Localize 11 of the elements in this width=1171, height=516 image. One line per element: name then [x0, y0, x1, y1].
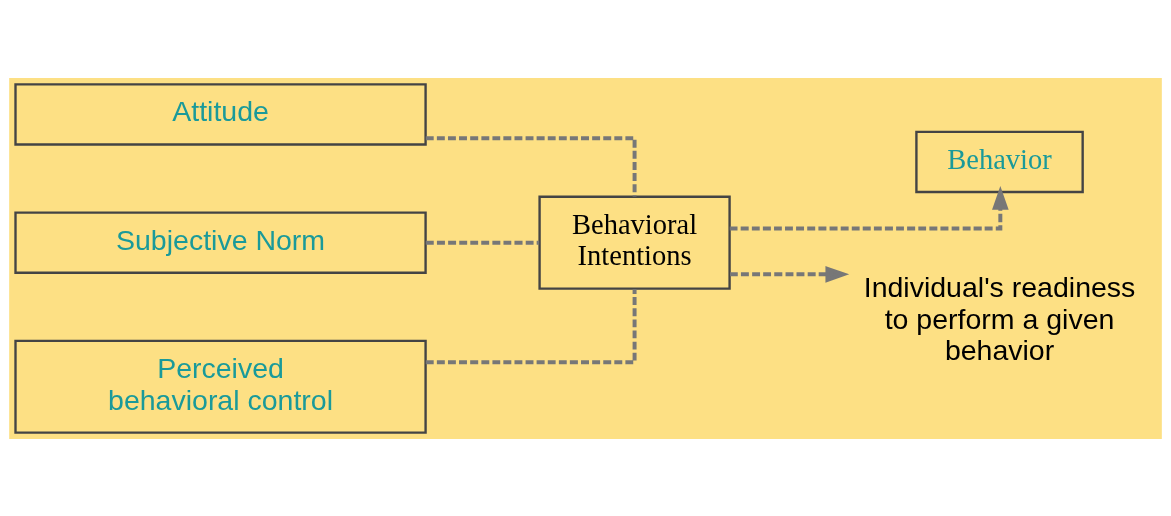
node-box: Perceived behavioral control: [14, 339, 427, 434]
node-box: Subjective Norm: [14, 210, 427, 274]
connector: [425, 240, 540, 245]
arrow: [730, 265, 850, 283]
node-box: Attitude: [14, 82, 427, 146]
connector: [425, 135, 637, 197]
node-text: Individual's readiness to perform a given behavior: [863, 270, 1136, 366]
node-box: Behavior: [915, 130, 1084, 193]
node-box: Behavioral Intentions: [538, 195, 731, 290]
connector: [425, 288, 637, 364]
arrow: [729, 185, 1009, 230]
